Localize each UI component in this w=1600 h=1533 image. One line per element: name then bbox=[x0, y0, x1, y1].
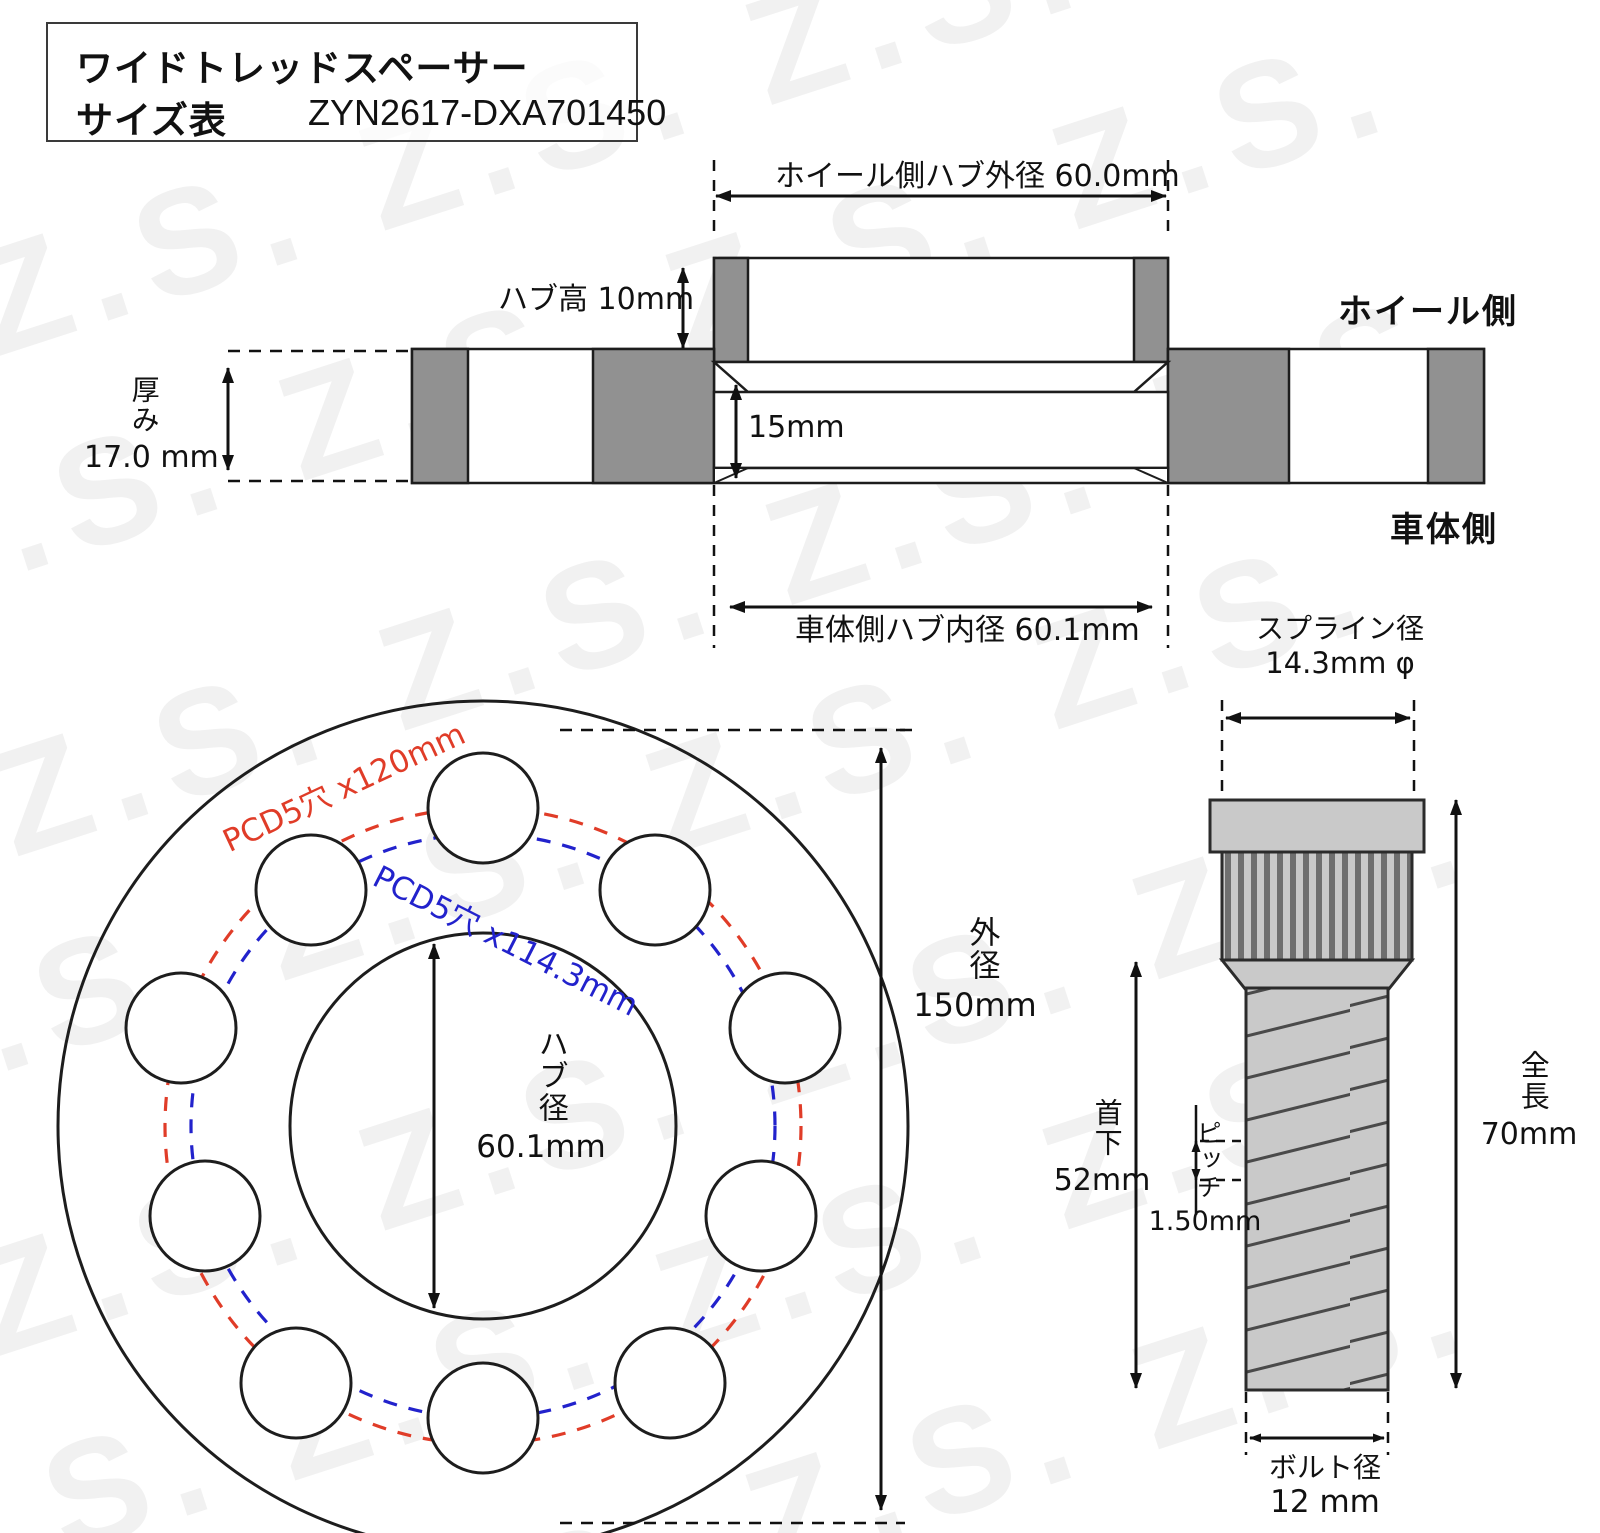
page-title-line2: サイズ表 bbox=[76, 99, 227, 142]
label-spline-diameter-value: 14.3mm φ bbox=[1265, 646, 1415, 681]
label-thread-pitch-name: ピッチ bbox=[1193, 1120, 1222, 1201]
label-bolt-diameter-name: ボルト径 bbox=[1268, 1451, 1381, 1484]
product-code: ZYN2617-DXA701450 bbox=[308, 92, 667, 133]
label-body-side: 車体側 bbox=[1390, 510, 1498, 550]
label-bore-depth: 15mm bbox=[748, 410, 845, 445]
label-under-head-length: 首下 52mm bbox=[1052, 1098, 1162, 1198]
label-hub-diameter-value: 60.1mm bbox=[476, 1128, 606, 1165]
bolt-hole bbox=[254, 833, 368, 947]
label-outer-diameter-value: 150mm bbox=[913, 985, 1037, 1024]
bolt-hole bbox=[704, 1159, 818, 1273]
label-outer-diameter: 外径 150mm bbox=[906, 916, 1056, 1024]
label-thread-pitch: ピッチ 1.50mm bbox=[1149, 1120, 1262, 1237]
bolt-spline-section bbox=[1220, 850, 1414, 962]
bolt-hole bbox=[598, 833, 712, 947]
bolt-hole bbox=[613, 1326, 727, 1440]
face-view bbox=[56, 699, 912, 1533]
label-hub-outer-diameter: ホイール側ハブ外径 60.0mm bbox=[775, 159, 1180, 194]
label-total-length: 全長 70mm bbox=[1478, 1050, 1588, 1152]
label-thickness: 厚み 17.0 mm bbox=[84, 375, 219, 475]
bolt-hole bbox=[148, 1159, 262, 1273]
bolt-head bbox=[1208, 798, 1426, 854]
pcd-circle-1143 bbox=[189, 832, 777, 1420]
label-spline-diameter-name: スプライン径 bbox=[1255, 612, 1424, 645]
label-thickness-name: 厚み bbox=[127, 375, 161, 435]
label-outer-diameter-name: 外径 bbox=[963, 916, 1000, 982]
bolt-hole bbox=[426, 751, 540, 865]
title-box: ワイドトレッドスペーサー サイズ表 ZYN2617-DXA701450 bbox=[46, 22, 666, 142]
bolt-hole bbox=[728, 971, 842, 1085]
label-wheel-side: ホイール側 bbox=[1338, 292, 1518, 332]
bolt-shoulder bbox=[1218, 958, 1416, 992]
label-hub-height: ハブ高 10mm bbox=[498, 282, 695, 317]
label-bolt-diameter-value: 12 mm bbox=[1270, 1484, 1380, 1521]
bolt-thread-shank bbox=[1244, 986, 1390, 1392]
label-under-head-value: 52mm bbox=[1053, 1162, 1151, 1198]
bolt-view bbox=[1130, 700, 1462, 1455]
label-total-length-value: 70mm bbox=[1480, 1116, 1578, 1152]
bolt-hole bbox=[124, 971, 238, 1085]
label-spline-diameter: スプライン径 14.3mm φ bbox=[1240, 613, 1440, 680]
label-bolt-diameter: ボルト径 12 mm bbox=[1240, 1452, 1410, 1520]
page-title-line1: ワイドトレッドスペーサー bbox=[76, 47, 529, 90]
bolt-hole bbox=[426, 1361, 540, 1475]
label-thread-pitch-value: 1.50mm bbox=[1148, 1205, 1262, 1237]
bolt-hole bbox=[239, 1326, 353, 1440]
label-total-length-name: 全長 bbox=[1516, 1050, 1551, 1112]
label-thickness-value: 17.0 mm bbox=[84, 439, 219, 475]
label-under-head-name: 首下 bbox=[1090, 1098, 1124, 1158]
cross-section-view bbox=[222, 160, 1486, 648]
label-hub-diameter-name: ハブ径 bbox=[532, 1028, 568, 1124]
label-hub-diameter: ハブ径 60.1mm bbox=[470, 1028, 630, 1165]
label-hub-inner-diameter: 車体側ハブ内径 60.1mm bbox=[795, 613, 1140, 648]
